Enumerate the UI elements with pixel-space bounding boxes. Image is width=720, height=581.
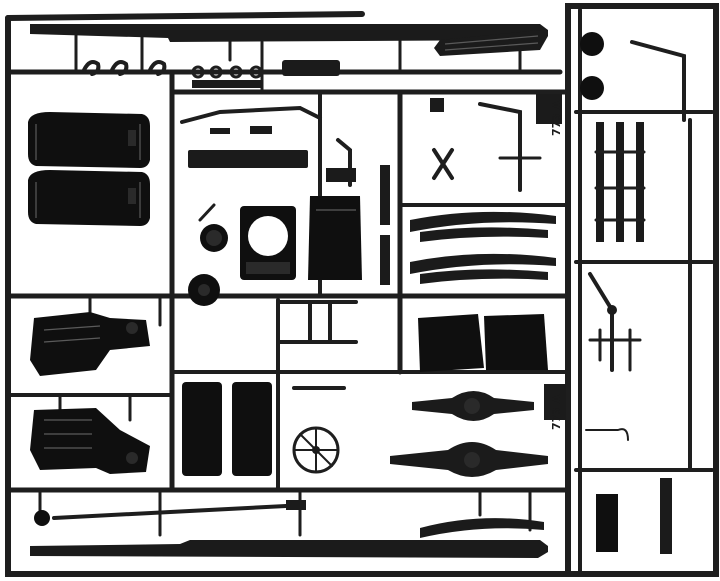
frame-cross-member <box>278 300 358 390</box>
drive-shaft <box>34 500 306 526</box>
center-upper-parts <box>180 105 390 285</box>
seat-back-left <box>182 382 222 476</box>
runner-frame <box>5 3 719 577</box>
chassis-rail-bottom <box>30 540 548 558</box>
steering-wheel <box>292 426 340 474</box>
spare-wheel-hub <box>188 274 220 306</box>
leaf-spring-bottom <box>420 518 544 538</box>
leaf-spring-lower <box>410 253 556 284</box>
chain-link <box>585 428 629 441</box>
fender-lower <box>28 170 150 226</box>
lever-arm <box>588 272 642 372</box>
part-code-bottom: 773 A <box>544 384 566 430</box>
part-code-bottom-text: 773 A <box>550 394 563 430</box>
steering-column <box>430 98 542 192</box>
top-row-parts <box>82 30 548 88</box>
ladder-frame <box>594 122 646 242</box>
fender-upper <box>28 112 150 168</box>
crank-handle <box>630 40 686 122</box>
headlamp <box>198 203 228 252</box>
wheel-top-right <box>580 32 604 100</box>
front-axle <box>390 442 548 477</box>
engine-block-lower <box>30 408 150 474</box>
leaf-spring-upper <box>410 211 556 242</box>
seat-back-right <box>232 382 272 476</box>
part-code-top-text: 773 A <box>550 100 563 136</box>
bench-seat <box>418 314 548 372</box>
bracket-bottom-right <box>596 478 672 554</box>
rear-axle <box>412 391 534 421</box>
chassis-rail-top <box>30 24 548 42</box>
floor-panel <box>308 196 362 280</box>
radiator-shell <box>240 206 296 280</box>
part-code-top: 773 A <box>536 94 563 136</box>
engine-block-upper <box>30 312 150 376</box>
